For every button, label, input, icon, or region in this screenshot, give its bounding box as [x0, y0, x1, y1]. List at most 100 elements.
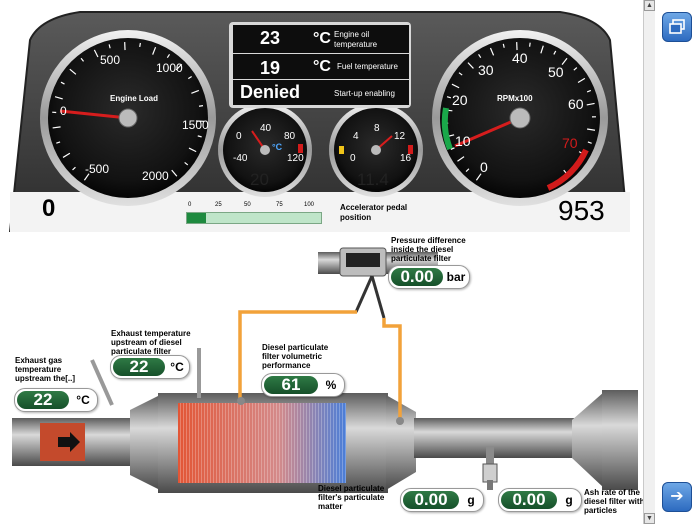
rpm-tick-40: 40 [512, 50, 528, 66]
startup-status-value: Denied [240, 82, 301, 102]
dial-tick [467, 62, 474, 69]
pressure-diff-label-1: Pressure difference [391, 236, 466, 245]
temp-tick-minus40: -40 [233, 153, 248, 164]
dial-tick [450, 147, 455, 151]
rpm-tick-10: 10 [455, 133, 471, 149]
pedal-bar: 0 25 50 75 100 [184, 200, 324, 224]
oil-temp-label-2: temperature [334, 40, 378, 49]
particulate-matter-label-1: Diesel particulate [318, 484, 385, 493]
engine-load-label: Engine Load [110, 94, 158, 103]
exhaust-up-dpf-label-1: Exhaust temperature [111, 329, 191, 338]
window-restore-button[interactable] [662, 12, 692, 42]
dial-tick [83, 173, 90, 181]
rpm-tick-60: 60 [568, 96, 584, 112]
dial-tick [478, 53, 482, 58]
particulate-matter-label-3: matter [318, 502, 343, 511]
engine-load-tick-0: 0 [60, 104, 67, 118]
window-icon [669, 19, 685, 34]
exhaust-gas-readout: 22 °C [14, 388, 98, 412]
oil-temp-label-1: Engine oil [334, 30, 370, 39]
rpm-tick-50: 50 [548, 64, 564, 80]
scroll-down-button[interactable]: ▼ [644, 513, 655, 524]
pressure-diff-label-3: particulate filter [391, 254, 452, 263]
pressure-readout: 11.4 [357, 170, 389, 189]
rpm-red-zone [546, 148, 589, 191]
dial-tick [171, 169, 178, 177]
dial-tick [69, 68, 77, 75]
vertical-scrollbar[interactable]: ▲ ▼ [643, 0, 655, 524]
engine-load-tick-500: 500 [100, 53, 121, 67]
rpm-needle [454, 116, 521, 148]
particulate-matter-value: 0.00 [403, 491, 459, 509]
pedal-fill [187, 213, 206, 223]
dial-tick [577, 77, 586, 84]
dial-tick [529, 42, 531, 47]
engine-load-tick-1000: 1000 [156, 61, 183, 75]
exhaust-gas-label-2: temperature [15, 365, 62, 374]
temp-tick-0: 0 [236, 131, 242, 142]
pressure-diff-value: 0.00 [391, 268, 443, 286]
dial-tick [188, 147, 197, 153]
dial-tick [586, 89, 592, 93]
exhaust-diagram [12, 247, 638, 493]
exhaust-up-dpf-unit: °C [170, 360, 184, 374]
engine-load-readout: 0 [42, 195, 56, 222]
temp-tick-120: 120 [287, 153, 304, 164]
oil-temp-value: 23 [260, 28, 281, 48]
pedal-track [186, 212, 322, 224]
pedal-label-2: position [340, 213, 372, 222]
dial-tick [152, 46, 157, 55]
volumetric-label-2: filter volumetric [262, 352, 323, 361]
particulate-matter-readout: 0.00 g [400, 488, 484, 512]
dial-tick [553, 50, 557, 55]
dial-tick [72, 166, 76, 171]
dial-tick [573, 67, 578, 71]
exhaust-gas-value: 22 [17, 391, 69, 409]
pressure-tick-0: 0 [350, 153, 356, 164]
dial-tick [587, 141, 592, 144]
hose-upstream [238, 310, 357, 398]
dial-tick [446, 96, 452, 99]
pedal-tick-25: 25 [215, 202, 222, 208]
fuel-temp-unit: °C [313, 58, 331, 75]
scroll-up-button[interactable]: ▲ [644, 0, 655, 11]
flow-arrow-icon [58, 432, 80, 452]
instrument-cluster [0, 0, 640, 233]
dial-tick [502, 43, 505, 48]
dial-tick [198, 105, 204, 107]
ash-rate-value: 0.00 [501, 491, 557, 509]
fuel-temp-value: 19 [260, 58, 281, 78]
dial-tick [187, 75, 192, 80]
pressure-diff-readout: 0.00 bar [388, 265, 470, 289]
rpm-green-zone [441, 107, 453, 151]
dial-tick [587, 128, 596, 131]
temp-tick-40: 40 [260, 123, 272, 134]
temp-readout: 20 [250, 170, 269, 189]
dial-tick [54, 96, 63, 100]
ash-rate-label-1: Ash rate of the [584, 488, 641, 497]
pressure-tick-12: 12 [394, 131, 406, 142]
rpm-readout: 953 [558, 195, 605, 226]
exhaust-up-dpf-label-2: upstream of diesel [111, 338, 182, 347]
rpm-label: RPMx100 [497, 94, 533, 103]
ash-rate-label-3: particles [584, 506, 617, 515]
temp-unit: °C [272, 142, 283, 152]
next-button[interactable]: ➔ [662, 482, 692, 512]
dial-tick [457, 156, 465, 162]
dial-tick [62, 152, 71, 158]
exhaust-up-dpf-readout: 22 °C [110, 355, 190, 379]
silencer [602, 390, 638, 490]
rpm-tick-70: 70 [562, 135, 578, 151]
arrow-right-icon: ➔ [670, 488, 684, 505]
rpm-tick-0: 0 [480, 159, 488, 175]
dial-tick [465, 168, 470, 172]
dial-tick [458, 72, 463, 76]
pressure-diff-unit: bar [446, 270, 466, 284]
dial-tick [561, 57, 568, 65]
probe-left [90, 359, 114, 406]
dial-tick [586, 102, 595, 106]
volumetric-label-1: Diesel particulate [262, 343, 329, 352]
dial-tick [93, 49, 99, 58]
exhaust-up-dpf-value: 22 [113, 358, 165, 376]
dial-tick [175, 63, 183, 71]
